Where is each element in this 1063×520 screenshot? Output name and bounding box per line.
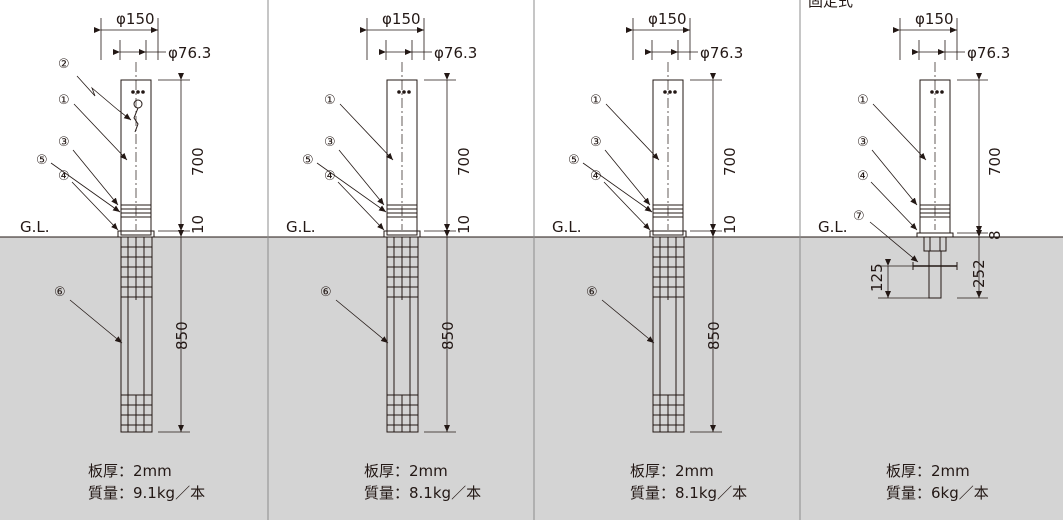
panel-3-spec-thickness: 板厚：2mm — [630, 462, 714, 480]
panel-3 — [582, 18, 722, 433]
panel-3-labels: φ150 φ76.3 G.L. 700 10 850 ① ③ ⑤ ④ ⑥ 板厚：… — [552, 10, 747, 502]
panel-4-dim-125: 125 — [868, 263, 886, 292]
panel-2-dia-outer: φ150 — [382, 10, 421, 28]
panel-3-spec-mass: 質量：8.1kg／本 — [630, 484, 747, 502]
panel-1-callout-6: ⑥ — [54, 285, 66, 300]
panel-1 — [50, 18, 190, 433]
panel-1-callout-1: ① — [58, 93, 70, 108]
panel-1-callout-4: ④ — [58, 169, 70, 184]
panel-2-dim-850: 850 — [439, 321, 457, 350]
panel-3-callout-5: ⑤ — [568, 153, 580, 168]
panel-4-callout-3: ③ — [857, 135, 869, 150]
panel-4-gl-label: G.L. — [818, 218, 848, 236]
panel-2-callout-1: ① — [324, 93, 336, 108]
panel-4-callout-7: ⑦ — [853, 209, 865, 224]
panel-2 — [316, 18, 456, 433]
panel-4-dia-inner: φ76.3 — [967, 44, 1010, 62]
panel-4-labels: 固定式 φ150 φ76.3 G.L. 700 8 252 125 ① ③ ④ … — [808, 0, 1010, 502]
panel-3-dim-850: 850 — [705, 321, 723, 350]
panel-2-callout-3: ③ — [324, 135, 336, 150]
panel-1-labels: φ150 φ76.3 G.L. 700 10 850 ② ① ③ ⑤ ④ ⑥ 板… — [20, 10, 211, 502]
sky-area — [0, 0, 1063, 237]
panel-2-dia-inner: φ76.3 — [434, 44, 477, 62]
panel-1-callout-3: ③ — [58, 135, 70, 150]
panel-4-callout-1: ① — [857, 93, 869, 108]
panel-4-spec-thickness: 板厚：2mm — [886, 462, 970, 480]
panel-1-gl-label: G.L. — [20, 218, 50, 236]
panel-1-dia-outer: φ150 — [116, 10, 155, 28]
panel-2-callout-6: ⑥ — [320, 285, 332, 300]
panel-1-callout-5: ⑤ — [36, 153, 48, 168]
panel-2-spec-mass: 質量：8.1kg／本 — [364, 484, 481, 502]
panel-3-gl-label: G.L. — [552, 218, 582, 236]
panel-1-dim-700: 700 — [189, 147, 207, 176]
panel-2-dim-700: 700 — [455, 147, 473, 176]
panel-3-callout-3: ③ — [590, 135, 602, 150]
panel-3-dim-700: 700 — [721, 147, 739, 176]
panel-4-dim-8: 8 — [986, 230, 1004, 240]
panel-3-callout-6: ⑥ — [586, 285, 598, 300]
panel-3-dia-outer: φ150 — [648, 10, 687, 28]
panel-4-heading: 固定式 — [808, 0, 853, 10]
panel-4-dim-252: 252 — [970, 259, 988, 288]
panel-2-labels: φ150 φ76.3 G.L. 700 10 850 ① ③ ⑤ ④ ⑥ 板厚：… — [286, 10, 481, 502]
panel-2-callout-4: ④ — [324, 169, 336, 184]
panel-1-dim-850: 850 — [173, 321, 191, 350]
panel-1-dim-10: 10 — [189, 215, 207, 234]
panel-1-spec-thickness: 板厚：2mm — [88, 462, 172, 480]
panel-3-dia-inner: φ76.3 — [700, 44, 743, 62]
panel-3-dim-10: 10 — [721, 215, 739, 234]
panel-4-dim-700: 700 — [986, 147, 1004, 176]
panel-1-callout-2: ② — [58, 57, 70, 72]
panel-2-callout-5: ⑤ — [302, 153, 314, 168]
panel-1-spec-mass: 質量：9.1kg／本 — [88, 484, 205, 502]
panel-2-dim-10: 10 — [455, 215, 473, 234]
panel-1-dia-inner: φ76.3 — [168, 44, 211, 62]
panel-4 — [869, 18, 988, 299]
panel-2-spec-thickness: 板厚：2mm — [364, 462, 448, 480]
panel-3-callout-1: ① — [590, 93, 602, 108]
panel-3-callout-4: ④ — [590, 169, 602, 184]
panel-4-spec-mass: 質量：6kg／本 — [886, 484, 989, 502]
panel-4-dia-outer: φ150 — [915, 10, 954, 28]
panel-4-callout-4: ④ — [857, 169, 869, 184]
panel-2-gl-label: G.L. — [286, 218, 316, 236]
